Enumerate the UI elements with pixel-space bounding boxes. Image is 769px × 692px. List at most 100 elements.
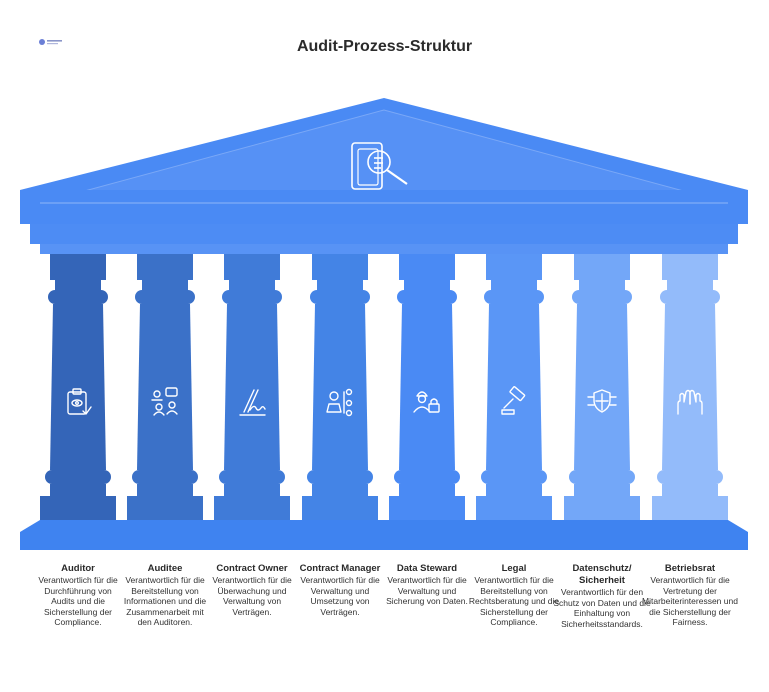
base	[20, 520, 748, 550]
pillar-shaft	[399, 304, 455, 470]
pillar-ring-top	[310, 290, 370, 304]
center-icon	[351, 142, 408, 190]
gavel-icon	[501, 386, 526, 415]
pillar-plinth	[127, 496, 203, 520]
pillar-plinth	[302, 496, 378, 520]
pillar-data-steward	[389, 254, 465, 520]
pillar-ring-bottom	[569, 470, 635, 484]
caption-title: Contract Manager	[299, 563, 381, 574]
pillar-neck-bottom	[662, 484, 718, 496]
pillar-ring-bottom	[657, 470, 723, 484]
pillar-capital	[224, 254, 280, 280]
pillar-ring-top	[660, 290, 720, 304]
caption-description: Verantwortlich für die Verwaltung und Si…	[386, 575, 468, 606]
worker-lock-icon	[413, 391, 440, 413]
caption-title: Auditee	[147, 563, 183, 574]
pillar-neck	[667, 280, 713, 290]
caption-description: Verantwortlich für die Vertretung der Mi…	[642, 575, 738, 627]
caption-title: Data Steward	[396, 563, 458, 574]
pillar-ring-bottom	[394, 470, 460, 484]
pillar-capital	[50, 254, 106, 280]
pillar-capital	[137, 254, 193, 280]
pillar-shaft	[224, 304, 280, 470]
caption-description: Verantwortlich für die Durchführung von …	[38, 575, 118, 627]
pillar-ring-bottom	[132, 470, 198, 484]
pillars	[40, 254, 728, 520]
base-platform	[20, 532, 748, 550]
pillar-capital	[574, 254, 630, 280]
pillar-auditee	[127, 254, 203, 520]
roof-band	[20, 190, 748, 224]
pillar-neck-bottom	[50, 484, 106, 496]
pillar-ring-bottom	[481, 470, 547, 484]
architrave-lower	[40, 244, 728, 254]
caption-description: Verantwortlich für die Bereitstellung vo…	[468, 575, 560, 627]
pillar-ring-bottom	[219, 470, 285, 484]
pillar-contract-owner	[214, 254, 290, 520]
manager-network-icon	[326, 388, 353, 417]
raised-hands-icon	[677, 389, 703, 415]
pillar-neck	[55, 280, 101, 290]
pillar-ring-bottom	[307, 470, 373, 484]
pillar-plinth	[389, 496, 465, 520]
pillar-ring-top	[572, 290, 632, 304]
caption-description: Verantwortlich für die Überwachung und V…	[212, 575, 292, 617]
pillar-shaft	[574, 304, 630, 470]
pillar-shaft	[662, 304, 718, 470]
architrave	[30, 224, 738, 244]
pillar-neck-bottom	[399, 484, 455, 496]
pillar-plinth	[40, 496, 116, 520]
pillar-ring-top	[135, 290, 195, 304]
base-step	[20, 520, 748, 532]
pillar-shaft	[312, 304, 368, 470]
pillar-neck	[404, 280, 450, 290]
pillar-ring-top	[484, 290, 544, 304]
pillar-auditor	[40, 254, 116, 520]
caption-description: Verantwortlich für den Schutz von Daten …	[553, 587, 651, 629]
clipboard-eye-icon	[67, 388, 92, 415]
pillar-shaft	[50, 304, 106, 470]
pillar-neck-bottom	[486, 484, 542, 496]
pillar-neck-bottom	[574, 484, 630, 496]
roof	[20, 98, 748, 254]
caption-title: Legal	[501, 563, 527, 574]
caption-title: Datenschutz/ Sicherheit	[572, 563, 632, 586]
caption-title: Contract Owner	[216, 563, 288, 574]
pillar-neck-bottom	[312, 484, 368, 496]
page-title: Audit-Prozess-Struktur	[296, 38, 473, 55]
pillar-neck-bottom	[224, 484, 280, 496]
people-chat-icon	[151, 387, 178, 416]
pillar-plinth	[214, 496, 290, 520]
pillar-neck-bottom	[137, 484, 193, 496]
pillar-contract-manager	[302, 254, 378, 520]
logo	[39, 39, 62, 45]
pillar-ring-top	[397, 290, 457, 304]
pillar-ring-top	[48, 290, 108, 304]
shield-circuit-icon	[587, 389, 617, 413]
pillar-legal	[476, 254, 552, 520]
pillar-capital	[662, 254, 718, 280]
pillar-plinth	[476, 496, 552, 520]
pillar-betriebsrat	[652, 254, 728, 520]
pillar-ring-bottom	[45, 470, 111, 484]
pillar-ring-top	[222, 290, 282, 304]
pillar-plinth	[652, 496, 728, 520]
caption-description: Verantwortlich für die Bereitstellung vo…	[123, 575, 207, 627]
caption-title: Betriebsrat	[664, 563, 716, 574]
roof-pediment-inner	[39, 109, 729, 204]
pillar-neck	[579, 280, 625, 290]
pillar-capital	[486, 254, 542, 280]
pillar-datenschutz	[564, 254, 640, 520]
caption-title: Auditor	[61, 563, 95, 574]
pillar-capital	[399, 254, 455, 280]
caption-description: Verantwortlich für die Verwaltung und Um…	[300, 575, 380, 617]
signature-icon	[239, 389, 266, 416]
pillar-neck	[229, 280, 275, 290]
